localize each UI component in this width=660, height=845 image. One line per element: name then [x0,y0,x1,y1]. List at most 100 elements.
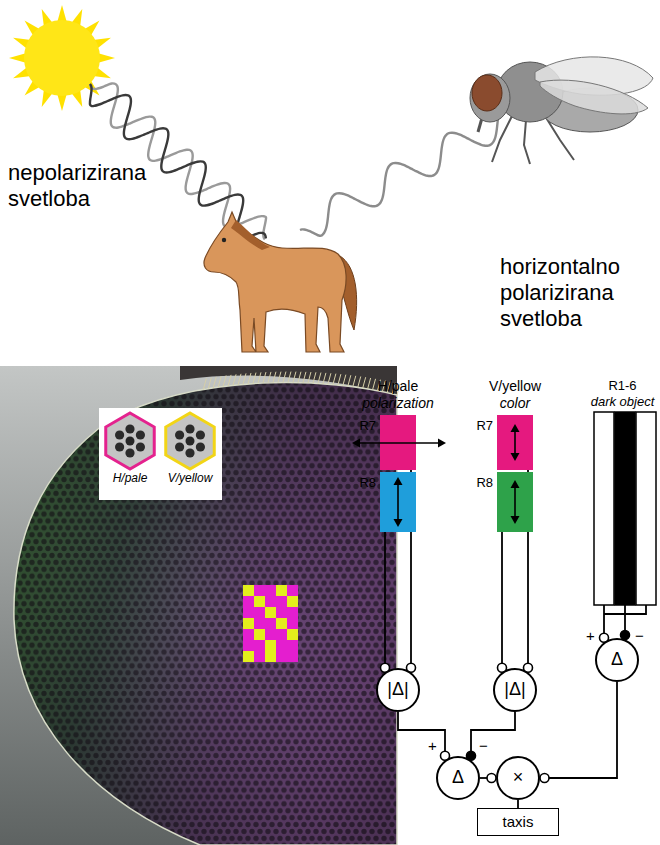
wire [501,532,503,672]
hair [243,373,246,384]
arrow-shaft [354,442,444,444]
compound-eye [14,383,397,845]
polarization-arrow [380,472,416,532]
hair [353,376,356,387]
photo-ground [0,366,397,845]
fly [470,57,653,164]
label-slot: color [455,395,575,411]
connection [498,532,507,672]
mosaic-cell [287,629,298,640]
label-slot: − [635,627,644,644]
rhabdomere [136,442,145,451]
mosaic-cell [276,618,287,629]
node-label: R7 [476,418,493,434]
hair [273,372,276,383]
mosaic-cell [254,596,265,607]
rhabdomere [186,437,195,446]
hair [358,376,361,387]
arrow-head [438,439,446,448]
hair [283,372,286,383]
wire [540,682,617,778]
label-slot: H/pale [338,378,458,394]
mosaic-cell [287,596,298,607]
rhabdomere [185,424,194,433]
mosaic-cell [243,629,254,640]
rhabdomere [115,442,124,451]
receptor-bar [594,412,614,605]
mosaic-cell [243,651,254,662]
horse-body [204,212,346,352]
mosaic-cell [276,607,287,618]
column-header: V/yellow [455,378,575,394]
connection [398,712,450,760]
label-slot: polarization [338,395,458,411]
node-label: |Δ| [387,679,408,701]
excitatory-synapse [487,774,496,783]
rhabdomere [175,442,184,451]
mosaic-cell [254,651,265,662]
hair [343,375,346,386]
hair [288,372,291,383]
fly-eye [472,75,502,111]
hair [298,372,301,383]
hair [263,372,266,383]
rhabdomere [125,448,134,457]
sun-disc [24,20,100,96]
column-header: polarization [338,395,458,411]
photoreceptor-bar: R8 [380,472,416,532]
mosaic-cell [265,618,276,629]
arrow-head [394,519,403,527]
hair [333,374,336,385]
connection [480,774,496,783]
hair [238,374,241,385]
node-label: Δ [611,649,623,671]
hair [258,372,261,383]
mosaic-cell [287,607,298,618]
connection [467,712,516,760]
sign-label: − [635,627,644,644]
hair [363,377,366,388]
excitatory-synapse [540,774,549,783]
rhabdomere [136,430,145,439]
arrow-head [511,516,520,524]
mosaic-cell [243,585,254,596]
rhabdomere [125,424,134,433]
hair [313,372,316,383]
r7-mosaic [243,585,298,662]
mosaic-cell [243,618,254,629]
mosaic-cell [265,585,276,596]
hair [218,376,221,387]
mosaic-cell [276,585,287,596]
computation-circle: Δ [436,756,480,800]
polarization-arrow [497,472,533,532]
hair [308,372,311,383]
hair [328,373,331,384]
inset-panel [99,408,222,500]
ommatidium-hexagon: V/yellow [161,411,219,497]
polarized-wave [300,99,545,235]
node-label: Δ [452,767,464,789]
photoreceptor-bar: R7 [497,415,533,470]
mosaic-cell [243,640,254,651]
mosaic-cell [254,629,265,640]
mosaic-cell [276,640,287,651]
column-header: H/pale [338,378,458,394]
mosaic-cell [254,640,265,651]
receptor-bar [636,412,656,605]
wire [517,800,519,808]
head-hairs [203,372,400,395]
column-header: color [455,395,575,411]
mosaic-cell [287,618,298,629]
rhabdomere [185,448,194,457]
mosaic-cell [254,618,265,629]
label-slot: nepolarizirana svetloba [8,160,178,212]
rhabdomere [196,430,205,439]
arrow-head [511,453,520,461]
hair [253,373,256,384]
wire [471,712,515,760]
hair [228,375,231,386]
mosaic-cell [287,651,298,662]
mosaic-cell [265,651,276,662]
